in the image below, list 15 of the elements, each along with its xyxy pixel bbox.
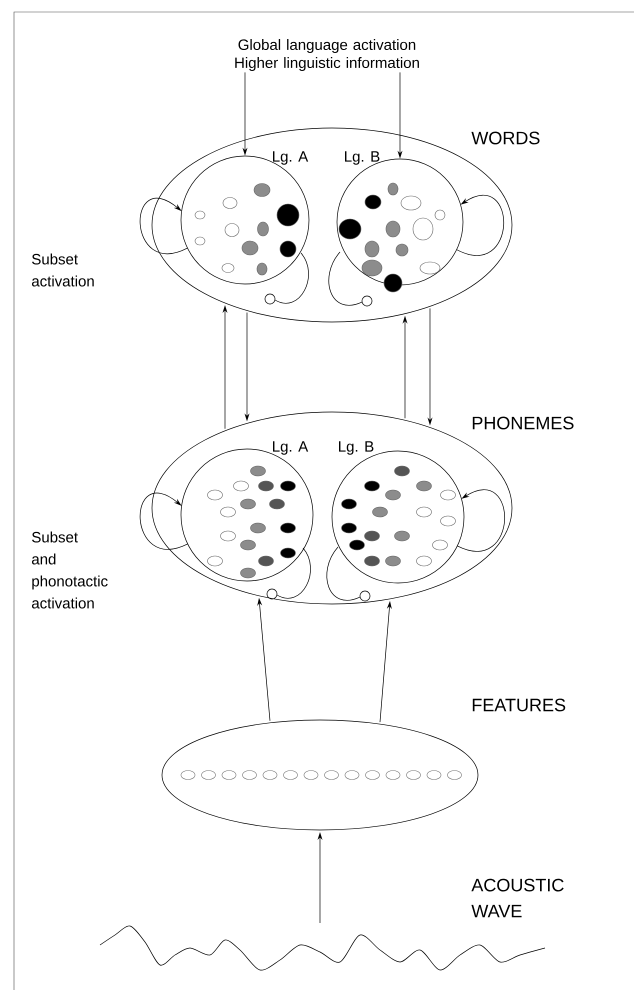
arrow: [140, 492, 188, 550]
arrow: [140, 198, 188, 254]
layer-heading: ACOUSTIC WAVE: [471, 878, 564, 918]
side-note: Subset activation: [32, 254, 94, 286]
layer-heading: PHONEMES: [472, 416, 574, 430]
side-note: Subset and phonotactic activation: [32, 532, 108, 608]
arrow: [456, 195, 504, 256]
arrow: [456, 490, 505, 552]
language-label: Lg. A: [273, 151, 308, 165]
layer-heading: FEATURES: [472, 698, 566, 712]
language-label: Lg. A: [273, 441, 308, 455]
language-label: Lg. B: [345, 151, 380, 165]
layer-heading: WORDS: [471, 132, 540, 144]
language-label: Lg. B: [339, 441, 374, 455]
annotation-text: Global language activation Higher linguistic information: [235, 39, 419, 71]
